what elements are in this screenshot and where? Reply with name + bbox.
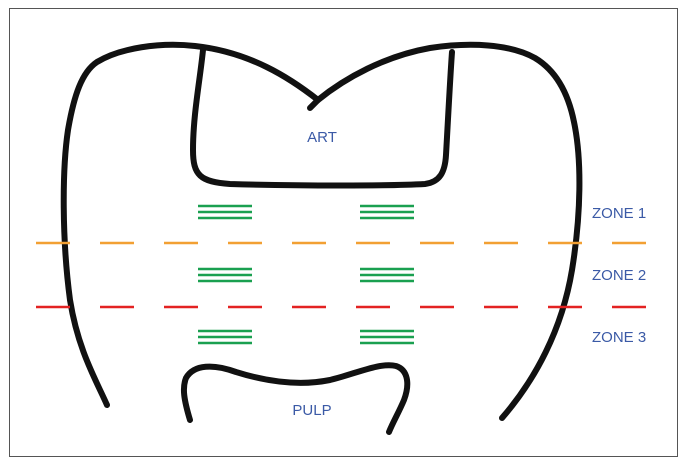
- art-cavity-outline: [193, 50, 452, 186]
- green-mark-zone3-right: [360, 331, 414, 343]
- tooth-outline: [64, 45, 580, 418]
- art-label: ART: [307, 129, 337, 146]
- green-mark-zone2-left: [198, 269, 252, 281]
- pulp-outline: [184, 365, 407, 432]
- zone2-label: ZONE 2: [592, 267, 646, 284]
- green-mark-zone1-left: [198, 206, 252, 218]
- pulp-label: PULP: [292, 402, 331, 419]
- green-mark-zone2-right: [360, 269, 414, 281]
- green-mark-zone3-left: [198, 331, 252, 343]
- fissure-line: [310, 100, 318, 108]
- zone1-label: ZONE 1: [592, 205, 646, 222]
- green-mark-zone1-right: [360, 206, 414, 218]
- zone3-label: ZONE 3: [592, 329, 646, 346]
